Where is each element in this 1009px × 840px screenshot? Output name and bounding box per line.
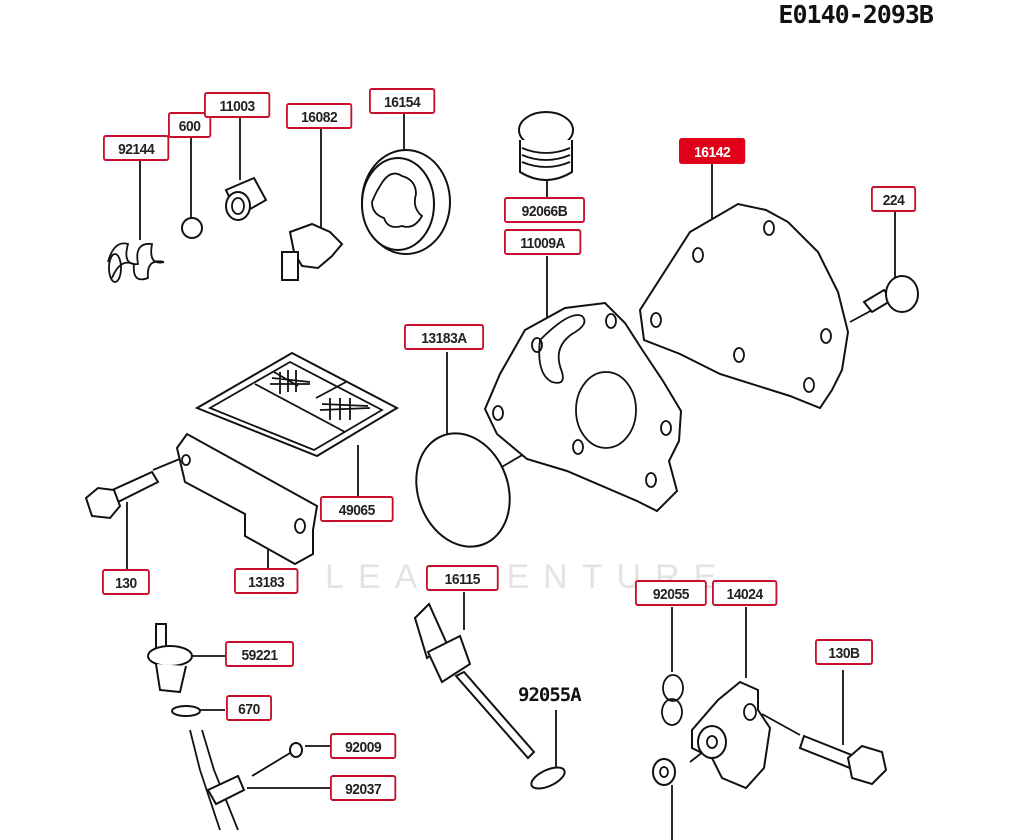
part-label-13183A[interactable]: 13183A bbox=[404, 324, 485, 350]
part-spring-92144 bbox=[107, 242, 165, 283]
part-label-670[interactable]: 670 bbox=[226, 695, 272, 721]
part-label-16142-selected[interactable]: 16142 bbox=[679, 138, 746, 164]
part-rotor-16082 bbox=[281, 222, 344, 281]
part-oring-670 bbox=[171, 705, 201, 717]
part-gasket-11009A bbox=[483, 301, 683, 513]
part-label-11003[interactable]: 11003 bbox=[204, 92, 271, 118]
part-screen-49065 bbox=[194, 351, 400, 458]
part-label-130[interactable]: 130 bbox=[102, 569, 150, 595]
part-plate-13183 bbox=[175, 432, 319, 566]
part-lead-92037 bbox=[189, 729, 303, 831]
part-bolt-130 bbox=[84, 470, 160, 520]
part-housing-14024 bbox=[691, 680, 772, 790]
part-cap-13183A bbox=[415, 432, 511, 548]
part-label-130B[interactable]: 130B bbox=[815, 639, 873, 665]
part-collar bbox=[652, 758, 676, 786]
part-label-59221[interactable]: 59221 bbox=[225, 641, 294, 667]
part-label-16154[interactable]: 16154 bbox=[369, 88, 436, 114]
part-label-92144[interactable]: 92144 bbox=[103, 135, 170, 161]
part-label-13183[interactable]: 13183 bbox=[234, 568, 299, 594]
part-label-224[interactable]: 224 bbox=[871, 186, 917, 212]
part-outer-rotor-16154 bbox=[361, 149, 451, 255]
diagram-reference-code: E0140-2093B bbox=[778, 0, 934, 29]
part-dipstick-16115 bbox=[413, 602, 536, 760]
part-orings-92055 bbox=[661, 674, 684, 726]
part-cover-16142 bbox=[638, 202, 850, 410]
part-label-49065[interactable]: 49065 bbox=[320, 496, 394, 522]
part-bolt-130B bbox=[798, 734, 888, 786]
part-label-92066B[interactable]: 92066B bbox=[504, 197, 585, 223]
part-oring-92055A bbox=[530, 766, 566, 790]
part-label-92055A: 92055A bbox=[518, 684, 582, 706]
part-label-92009[interactable]: 92009 bbox=[330, 733, 397, 759]
part-label-92037[interactable]: 92037 bbox=[330, 775, 397, 801]
part-ball-600 bbox=[181, 217, 203, 239]
part-label-14024[interactable]: 14024 bbox=[712, 580, 778, 606]
part-plug-92066B bbox=[518, 111, 574, 181]
part-label-11009A[interactable]: 11009A bbox=[504, 229, 582, 255]
part-bolt-224 bbox=[862, 275, 919, 314]
part-label-92055[interactable]: 92055 bbox=[635, 580, 707, 606]
part-label-16082[interactable]: 16082 bbox=[286, 103, 353, 129]
part-label-16115[interactable]: 16115 bbox=[426, 565, 499, 591]
part-piston-11003 bbox=[224, 176, 268, 221]
part-switch-59221 bbox=[147, 623, 193, 694]
